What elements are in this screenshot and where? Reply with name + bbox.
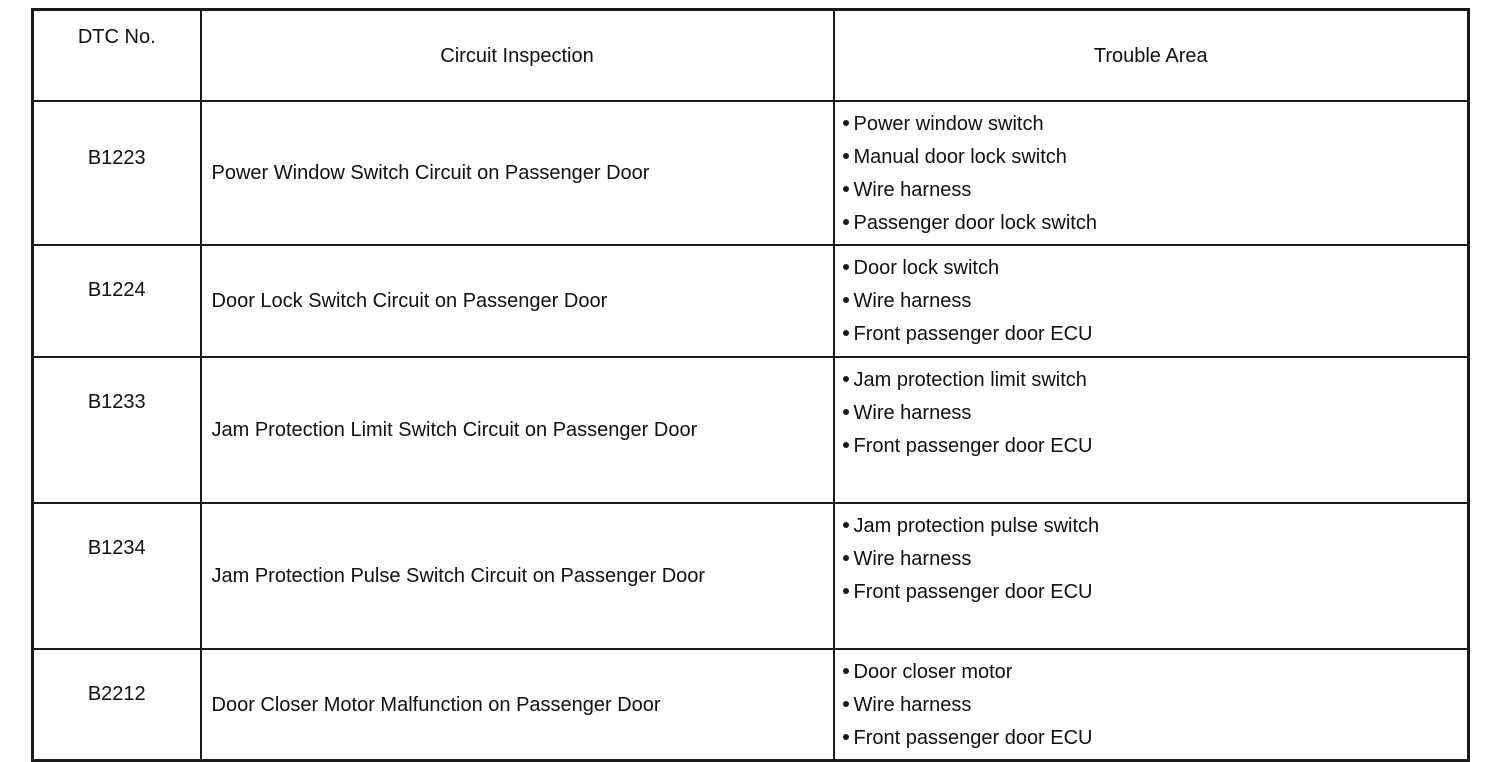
trouble-item: Front passenger door ECU [842,322,1468,355]
circuit-inspection: Power Window Switch Circuit on Passenger… [199,100,835,246]
trouble-item: Wire harness [842,401,1468,434]
trouble-area: Door closer motor Wire harness Front pas… [832,648,1470,762]
trouble-item: Wire harness [842,178,1468,211]
circuit-inspection: Jam Protection Pulse Switch Circuit on P… [199,502,835,650]
trouble-item-text: Wire harness [853,179,972,201]
bullet-icon [842,409,849,415]
header-row: DTC No. Circuit Inspection Trouble Area [31,8,1470,102]
trouble-item: Manual door lock switch [842,145,1468,178]
trouble-item: Front passenger door ECU [842,726,1468,759]
trouble-item-text: Wire harness [853,402,972,424]
trouble-item: Passenger door lock switch [842,211,1468,244]
bullet-icon [842,734,849,740]
trouble-item-text: Front passenger door ECU [853,435,1093,457]
bullet-icon [842,442,849,448]
header-trouble-area: Trouble Area [832,8,1470,102]
bullet-icon [842,588,849,594]
bullet-icon [842,555,849,561]
bullet-icon [842,522,849,528]
trouble-item-text: Manual door lock switch [853,146,1067,168]
header-dtc-no: DTC No. [31,8,202,102]
trouble-area: Power window switch Manual door lock swi… [832,100,1470,246]
trouble-item: Power window switch [842,112,1468,145]
dtc-table: DTC No. Circuit Inspection Trouble Area … [31,8,1470,762]
trouble-item: Door closer motor [842,660,1468,693]
table-row: B1223 Power Window Switch Circuit on Pas… [31,100,1470,246]
trouble-list: Door lock switch Wire harness Front pass… [842,256,1468,355]
trouble-item: Front passenger door ECU [842,434,1468,467]
trouble-item: Jam protection limit switch [842,368,1468,401]
dtc-code: B2212 [31,648,202,762]
trouble-item-text: Power window switch [853,113,1044,135]
circuit-inspection: Jam Protection Limit Switch Circuit on P… [199,356,835,504]
trouble-area: Jam protection pulse switch Wire harness… [832,502,1470,650]
trouble-list: Door closer motor Wire harness Front pas… [842,660,1468,759]
table-row: B1234 Jam Protection Pulse Switch Circui… [31,502,1470,650]
table-row: B1224 Door Lock Switch Circuit on Passen… [31,244,1470,358]
trouble-item-text: Wire harness [853,694,972,716]
table-row: B2212 Door Closer Motor Malfunction on P… [31,648,1470,762]
trouble-item: Front passenger door ECU [842,580,1468,613]
trouble-item-text: Door lock switch [853,257,1000,279]
circuit-inspection: Door Lock Switch Circuit on Passenger Do… [199,244,835,358]
trouble-list: Power window switch Manual door lock swi… [842,112,1468,244]
trouble-item-text: Passenger door lock switch [853,212,1097,234]
trouble-item-text: Jam protection limit switch [853,369,1087,391]
bullet-icon [842,153,849,159]
dtc-code: B1223 [31,100,202,246]
dtc-code: B1234 [31,502,202,650]
trouble-item-text: Front passenger door ECU [853,323,1093,345]
trouble-area: Jam protection limit switch Wire harness… [832,356,1470,504]
trouble-item-text: Wire harness [853,290,972,312]
trouble-item: Wire harness [842,547,1468,580]
trouble-list: Jam protection pulse switch Wire harness… [842,514,1468,613]
table-row: B1233 Jam Protection Limit Switch Circui… [31,356,1470,504]
bullet-icon [842,264,849,270]
dtc-code: B1233 [31,356,202,504]
trouble-item-text: Wire harness [853,548,972,570]
trouble-item-text: Door closer motor [853,661,1013,683]
dtc-code: B1224 [31,244,202,358]
bullet-icon [842,376,849,382]
bullet-icon [842,120,849,126]
bullet-icon [842,219,849,225]
trouble-area: Door lock switch Wire harness Front pass… [832,244,1470,358]
trouble-item: Wire harness [842,289,1468,322]
bullet-icon [842,701,849,707]
bullet-icon [842,186,849,192]
trouble-item-text: Jam protection pulse switch [853,515,1100,537]
bullet-icon [842,330,849,336]
trouble-list: Jam protection limit switch Wire harness… [842,368,1468,467]
header-circuit-inspection: Circuit Inspection [199,8,835,102]
trouble-item: Jam protection pulse switch [842,514,1468,547]
bullet-icon [842,297,849,303]
trouble-item: Door lock switch [842,256,1468,289]
trouble-item-text: Front passenger door ECU [853,581,1093,603]
bullet-icon [842,668,849,674]
circuit-inspection: Door Closer Motor Malfunction on Passeng… [199,648,835,762]
trouble-item-text: Front passenger door ECU [853,727,1093,749]
